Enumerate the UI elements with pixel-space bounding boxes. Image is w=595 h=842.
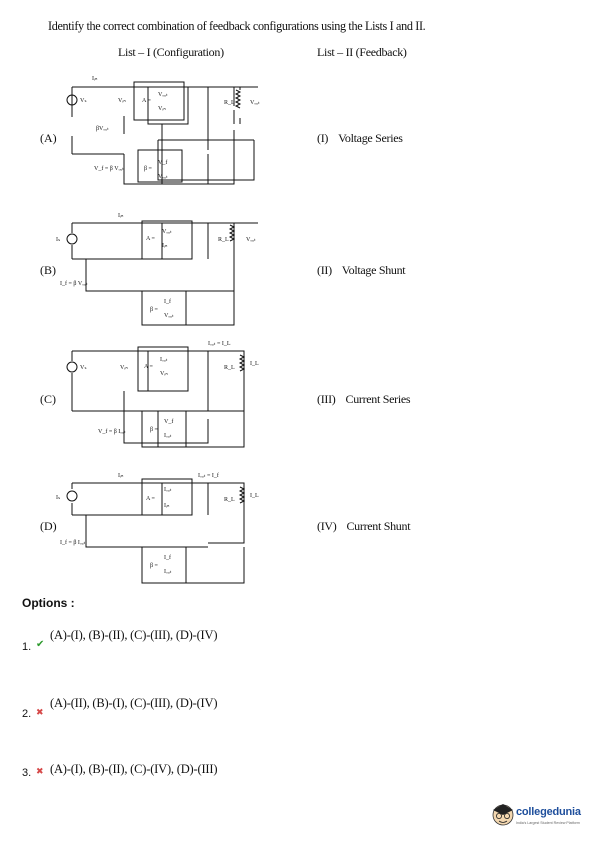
option-number: 1. [22,641,32,653]
feedback-num: (I) [317,131,329,145]
circuit-diagram-a: Iᵢₙ Vₛ Vᵢₙ A = Vₒᵤₜ Vᵢₙ βVₒᵤₜ V_f = β Vₒ… [66,76,260,185]
row-label-c: (C) [40,392,56,406]
feedback-item-1: (I) Voltage Series [317,131,403,146]
label-b-num: V_f [164,418,173,425]
label-rl: R_L [224,100,235,106]
label-a-eq: A = [146,496,156,502]
label-v-in: Vᵢₙ [120,365,128,371]
circuit-diagram-c: Iₒᵤₜ = I_L Vₛ Vᵢₙ A = Iₒᵤₜ Vᵢₙ V_f = β I… [66,341,259,448]
label-v-out: Vₒᵤₜ [250,100,260,106]
option-number: 2. [22,708,32,720]
label-b-num: I_f [164,298,171,305]
label-b-num: I_f [164,554,171,561]
label-a-eq: A = [142,98,152,104]
row-label-d: (D) [40,519,57,533]
label-rl: R_L [218,237,229,243]
row-label-a: (A) [40,131,57,145]
label-a-num: Vₒᵤₜ [158,92,168,98]
circuit-diagram-b: Iᵢₙ Iₛ A = Vₒᵤₜ Iᵢₙ I_f = β Vₒᵤₜ β = I_f… [56,213,258,326]
feedback-label: Voltage Series [338,131,403,145]
feedback-num: (IV) [317,519,337,533]
label-b-den: Vₒᵤₜ [164,313,174,319]
label-a-num: Vₒᵤₜ [162,229,172,235]
options-title: Options : [22,596,75,610]
label-v-s: Vₛ [80,98,87,104]
question-text: Identify the correct combination of feed… [48,19,426,33]
label-a-den: Vᵢₙ [158,106,166,112]
label-beta-eq: β = [150,307,159,313]
feedback-item-4: (IV) Current Shunt [317,519,411,534]
feedback-num: (III) [317,392,336,406]
feedback-item-2: (II) Voltage Shunt [317,263,406,278]
row-label-b: (B) [40,263,56,277]
feedback-label: Current Shunt [346,519,411,533]
circuit-diagram-d: Iᵢₙ Iₒᵤₜ = I_f Iₛ A = Iₒᵤₜ Iᵢₙ I_f = β I… [56,472,259,584]
label-i-in: Iᵢₙ [118,473,124,479]
label-vf-eq: V_f = β Iₒᵤₜ [98,428,126,435]
label-b-num: V_f [158,159,167,166]
feedback-num: (II) [317,263,332,277]
label-a-den: Iᵢₙ [164,503,170,509]
label-b-den: Iₒᵤₜ [164,433,172,439]
label-a-den: Vᵢₙ [160,371,168,377]
option-2-text[interactable]: (A)-(II), (B)-(I), (C)-(III), (D)-(IV) [50,696,218,710]
check-icon: ✔ [36,639,45,650]
collegedunia-logo [492,804,514,826]
feedback-item-3: (III) Current Series [317,392,411,407]
label-a-num: Iₒᵤₜ [164,487,172,493]
label-a-eq: A = [144,364,154,370]
label-b-den: Iₒᵤₜ [164,569,172,575]
label-a-num: Iₒᵤₜ [160,357,168,363]
list2-header: List – II (Feedback) [317,45,407,59]
label-a-eq: A = [146,236,156,242]
label-i-s: Iₛ [56,237,60,243]
label-beta-eq: β = [144,166,153,172]
option-3-text[interactable]: (A)-(I), (B)-(II), (C)-(IV), (D)-(III) [50,762,218,776]
label-iout-eq: Iₒᵤₜ = I_f [198,472,219,479]
label-a-den: Iᵢₙ [162,243,168,249]
label-beta-vout: βVₒᵤₜ [96,126,109,132]
cross-icon: ✖ [36,767,44,777]
label-rl: R_L [224,497,235,503]
label-i-in: Iᵢₙ [92,76,98,82]
label-i-s: Iₛ [56,495,60,501]
logo-tagline: India's Largest Student Review Platform [516,821,580,825]
label-if-eq: I_f = β Vₒᵤₜ [60,280,88,287]
label-v-s: Vₛ [80,365,87,371]
option-1-text[interactable]: (A)-(I), (B)-(II), (C)-(III), (D)-(IV) [50,628,218,642]
label-iout-eq: Iₒᵤₜ = I_L [208,341,231,347]
label-v-out: Vₒᵤₜ [246,237,256,243]
option-number: 3. [22,767,32,779]
label-i-l: I_L [250,361,259,367]
label-v-in: Vᵢₙ [118,98,126,104]
label-beta-eq: β = [150,427,159,433]
label-i-l: I_L [250,493,259,499]
logo-wordmark: collegedunia [516,806,581,818]
feedback-label: Voltage Shunt [341,263,406,277]
label-beta-eq: β = [150,563,159,569]
feedback-label: Current Series [345,392,411,406]
label-vf-eq: V_f = β Vₒᵤₜ [94,165,124,172]
label-b-den: Vₒᵤₜ [158,174,168,180]
label-if-eq: I_f = β Iₒᵤₜ [60,539,86,546]
label-rl: R_L [224,365,235,371]
cross-icon: ✖ [36,708,44,718]
list1-header: List – I (Configuration) [118,45,224,59]
label-i-in: Iᵢₙ [118,213,124,219]
